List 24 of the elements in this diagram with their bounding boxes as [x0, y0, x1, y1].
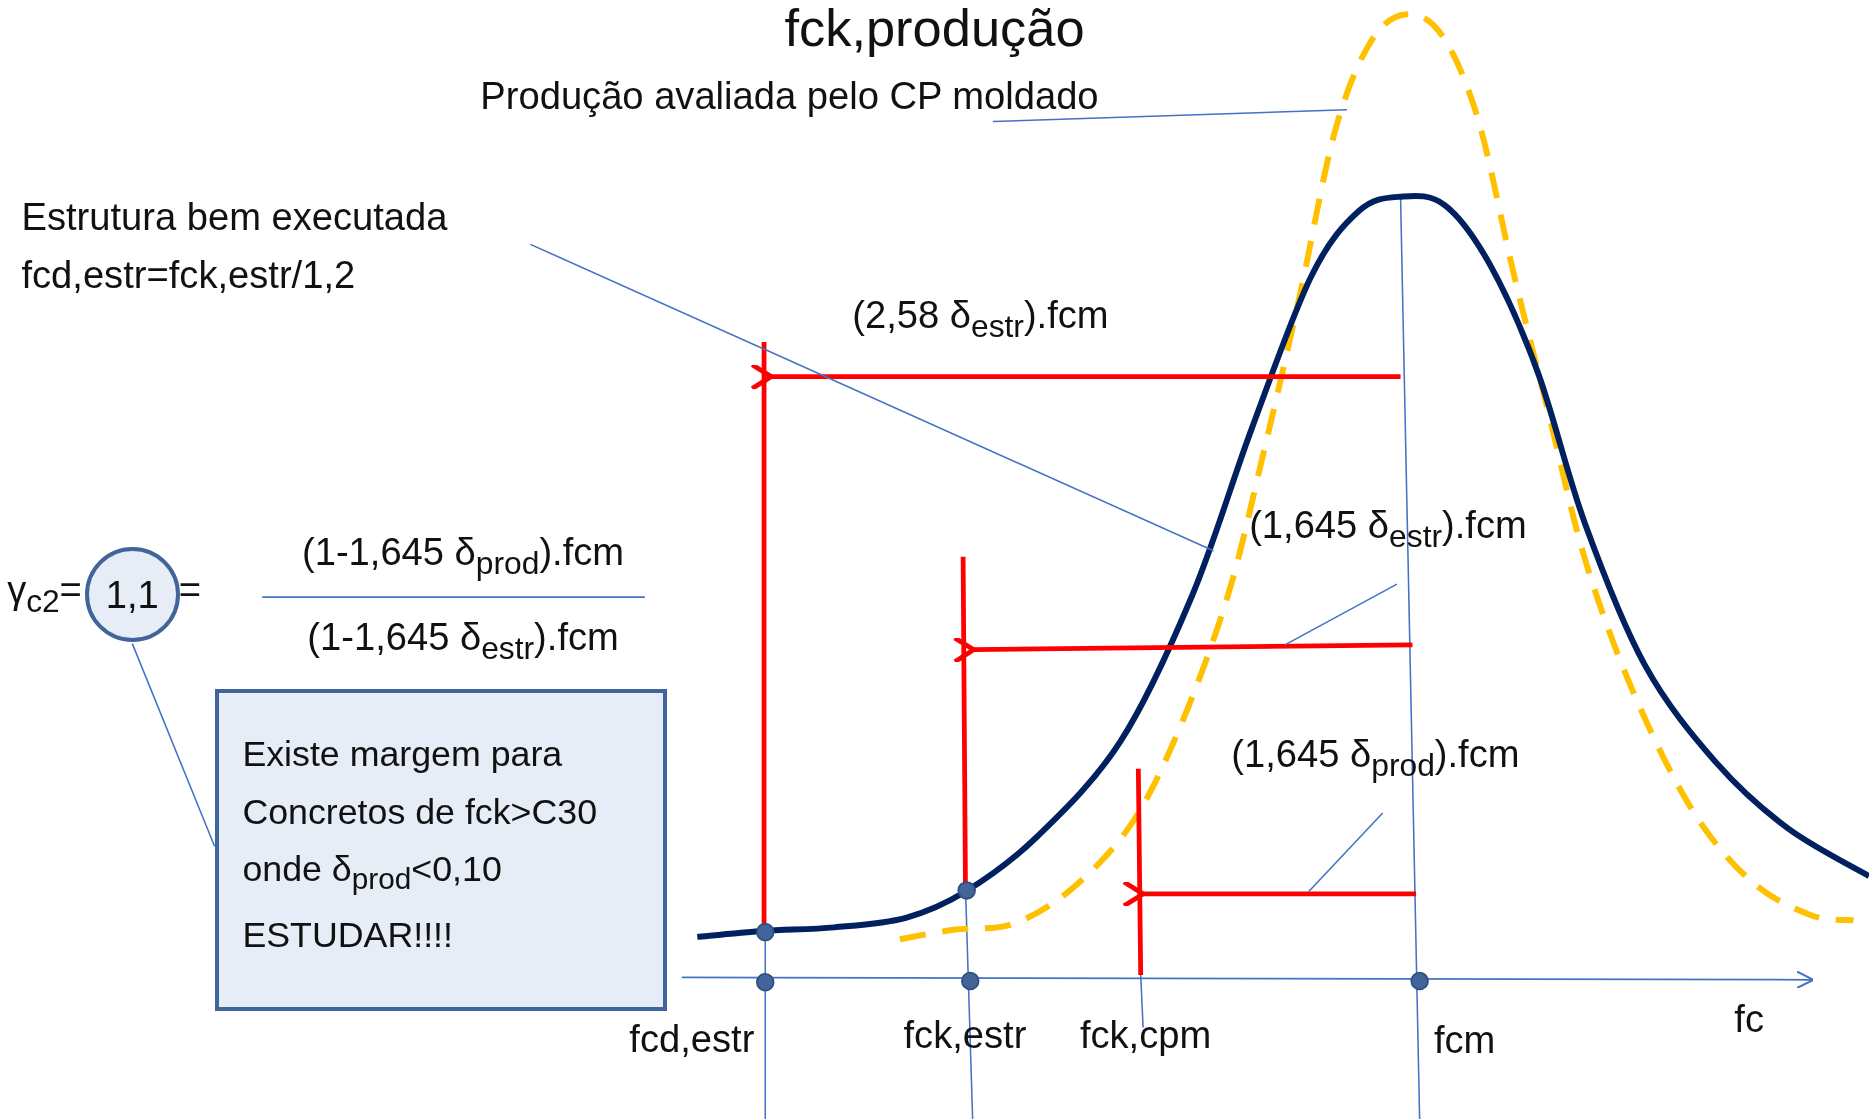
leader-line: [1308, 812, 1384, 893]
dimension-label: (2,58 δ$_{estr}$).fcm: [852, 292, 1109, 345]
formula-text: (1-1,645 δ$_{prod}$).fcm: [301, 529, 626, 582]
callout-text: fcd,estr=fck,estr/1,2: [21, 251, 357, 298]
leader-line: [529, 243, 1215, 552]
formula-text: =: [178, 567, 202, 614]
formula-text: γ$_{c2}$: [7, 567, 60, 621]
formula-text: =: [59, 567, 82, 614]
distribution-curve: [697, 193, 1869, 940]
leader-line: [1284, 583, 1398, 646]
axis-label: fcd,estr: [629, 1015, 755, 1062]
callout-text: Estrutura bem executada: [21, 194, 448, 241]
note-box: Existe margem para Concretos de fck>C30 onde δ$_{prod}$<0,10 ESTUDAR!!!!: [214, 688, 668, 1011]
axis-label: fc: [1734, 996, 1764, 1043]
callout-text: Produção avaliada pelo CP moldado: [480, 66, 1099, 124]
leader-line: [992, 108, 1348, 123]
dimension-arrow: [1121, 879, 1417, 909]
value-circle: 1,1: [84, 547, 180, 643]
axis-label: fcm: [1433, 1016, 1496, 1063]
axis-label: fck,cpm: [1079, 1011, 1212, 1058]
leader-line: [131, 642, 216, 848]
formula-text: (1-1,645 δ$_{estr}$).fcm: [306, 613, 620, 667]
dimension-arrow: [952, 635, 1413, 665]
slide-title: fck,produção: [783, 0, 1086, 59]
